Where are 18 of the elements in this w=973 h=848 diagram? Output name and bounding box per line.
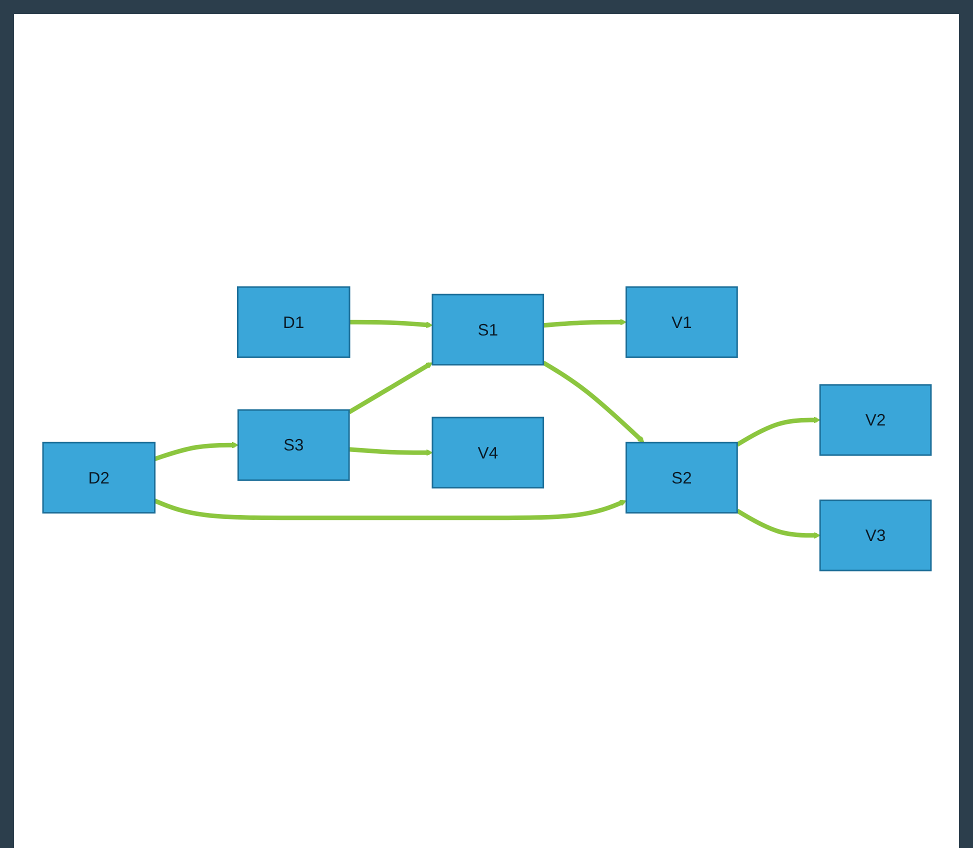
node-box: S2 <box>625 442 738 514</box>
arrow <box>154 442 238 461</box>
node-box: V3 <box>818 499 932 571</box>
arrow <box>349 320 432 328</box>
node-box: S3 <box>236 408 350 481</box>
arrow <box>347 362 432 414</box>
arrow <box>542 360 644 443</box>
arrow <box>542 318 626 328</box>
node-box: V2 <box>818 384 932 456</box>
node-box: V4 <box>431 416 544 488</box>
arrow <box>153 498 626 520</box>
arrow <box>735 416 820 446</box>
node-box: D1 <box>236 286 350 358</box>
node-box: D2 <box>42 442 156 514</box>
node-box: V1 <box>625 286 738 358</box>
node-box: S1 <box>431 294 544 366</box>
arrow <box>348 446 432 456</box>
arrow <box>735 508 820 538</box>
